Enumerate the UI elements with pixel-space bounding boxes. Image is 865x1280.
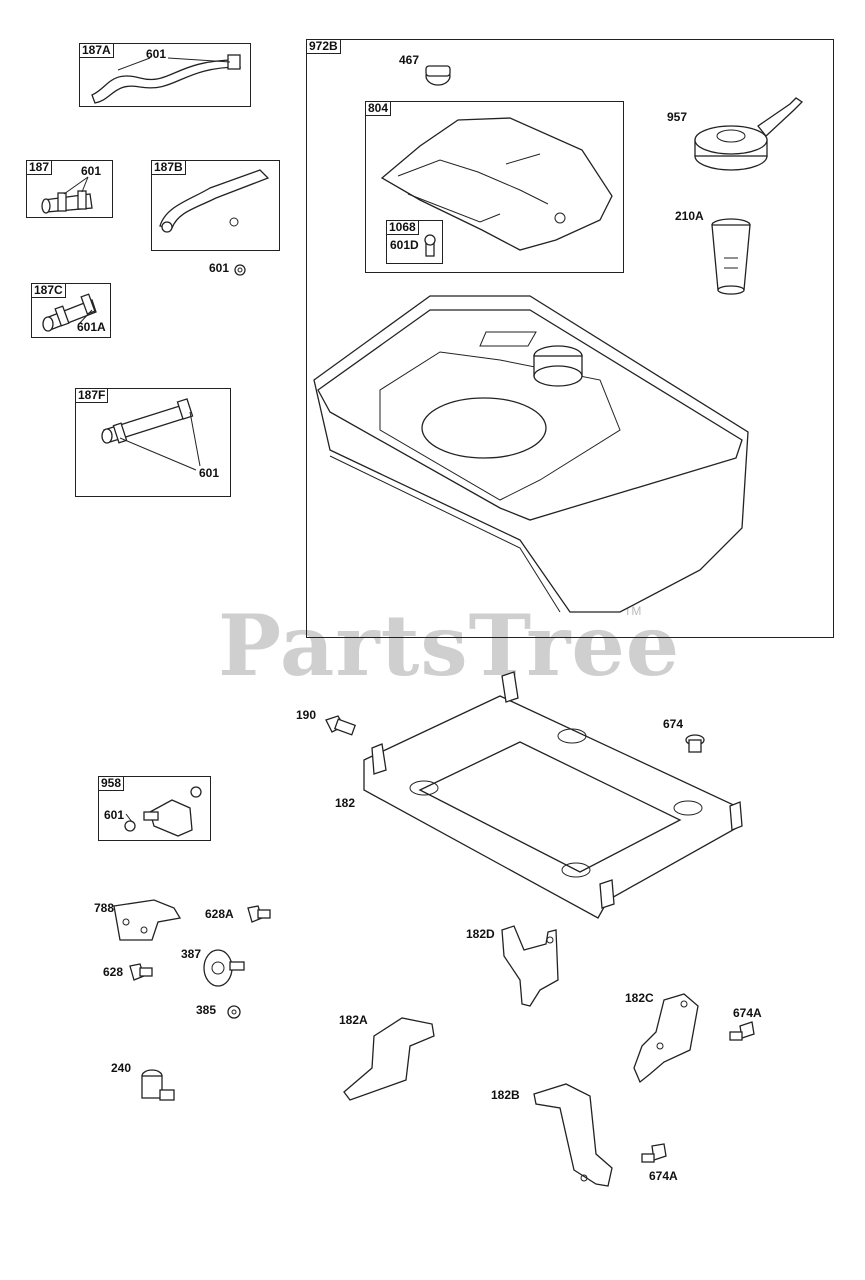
label-182B: 182B [491, 1088, 520, 1102]
tag-972B: 972B [306, 39, 341, 54]
hose-187B[interactable] [159, 169, 270, 233]
box-187F[interactable]: 187F [75, 388, 231, 497]
fuel-tank[interactable] [313, 295, 749, 613]
label-182A: 182A [339, 1013, 368, 1027]
cap-957[interactable] [694, 97, 804, 171]
bolt-628[interactable] [129, 963, 153, 981]
box-958[interactable]: 958 [98, 776, 211, 841]
label-601-958: 601 [104, 808, 125, 822]
label-628: 628 [103, 965, 124, 979]
box-187[interactable]: 187 [26, 160, 113, 218]
bracket-788[interactable] [113, 899, 182, 941]
pump-387[interactable] [203, 949, 245, 987]
bolt-628A[interactable] [247, 905, 271, 923]
cover-804[interactable] [380, 117, 613, 251]
tag-1068: 1068 [386, 220, 419, 235]
fitting-240[interactable] [141, 1069, 175, 1101]
box-187C[interactable]: 187C [31, 283, 111, 338]
label-387: 387 [181, 947, 202, 961]
label-240: 240 [111, 1061, 132, 1075]
bolt-674[interactable] [685, 734, 705, 753]
label-788: 788 [94, 901, 115, 915]
label-628A: 628A [205, 907, 234, 921]
label-182D: 182D [466, 927, 495, 941]
tag-187C: 187C [31, 283, 66, 298]
bolt-190[interactable] [325, 715, 357, 736]
bracket-182D[interactable] [501, 925, 559, 1007]
bolt-674A-right[interactable] [729, 1021, 755, 1041]
label-601A: 601A [77, 320, 106, 334]
tag-187: 187 [26, 160, 53, 175]
label-385: 385 [196, 1003, 217, 1017]
tag-958: 958 [98, 776, 125, 791]
tag-804: 804 [365, 101, 392, 116]
bolt-385[interactable] [227, 1005, 241, 1019]
box-1068[interactable]: 1068 [386, 220, 443, 264]
hose-187C[interactable] [42, 293, 97, 332]
label-210A: 210A [675, 209, 704, 223]
label-182C: 182C [625, 991, 654, 1005]
label-957: 957 [667, 110, 688, 124]
hose-187[interactable] [41, 176, 93, 214]
label-190: 190 [296, 708, 317, 722]
clamp-601-loose[interactable] [234, 264, 246, 276]
label-674A-bottom: 674A [649, 1169, 678, 1183]
bracket-182C[interactable] [633, 993, 699, 1084]
box-972B[interactable]: 972B [306, 39, 834, 638]
label-601-187: 601 [81, 164, 102, 178]
box-187A[interactable]: 187A [79, 43, 251, 107]
frame-182[interactable] [363, 671, 743, 919]
label-601D: 601D [390, 238, 419, 252]
label-601-187A: 601 [146, 47, 167, 61]
hose-187F[interactable] [101, 398, 201, 471]
part-467[interactable] [425, 65, 451, 86]
bolt-674A-bottom[interactable] [641, 1143, 667, 1163]
tag-187F: 187F [75, 388, 109, 403]
part-601D[interactable] [424, 234, 436, 257]
box-804[interactable]: 804 [365, 101, 624, 273]
tag-187B: 187B [151, 160, 186, 175]
label-674: 674 [663, 717, 684, 731]
bracket-182B[interactable] [533, 1083, 613, 1187]
label-182: 182 [335, 796, 356, 810]
valve-958[interactable] [124, 786, 202, 837]
box-187B[interactable]: 187B [151, 160, 280, 251]
bracket-182A[interactable] [343, 1017, 435, 1101]
label-601-187F: 601 [199, 466, 220, 480]
label-601-loose: 601 [209, 261, 230, 275]
tag-187A: 187A [79, 43, 114, 58]
label-674A-right: 674A [733, 1006, 762, 1020]
hose-187A[interactable] [91, 54, 242, 104]
filter-210A[interactable] [711, 218, 751, 295]
label-467: 467 [399, 53, 420, 67]
